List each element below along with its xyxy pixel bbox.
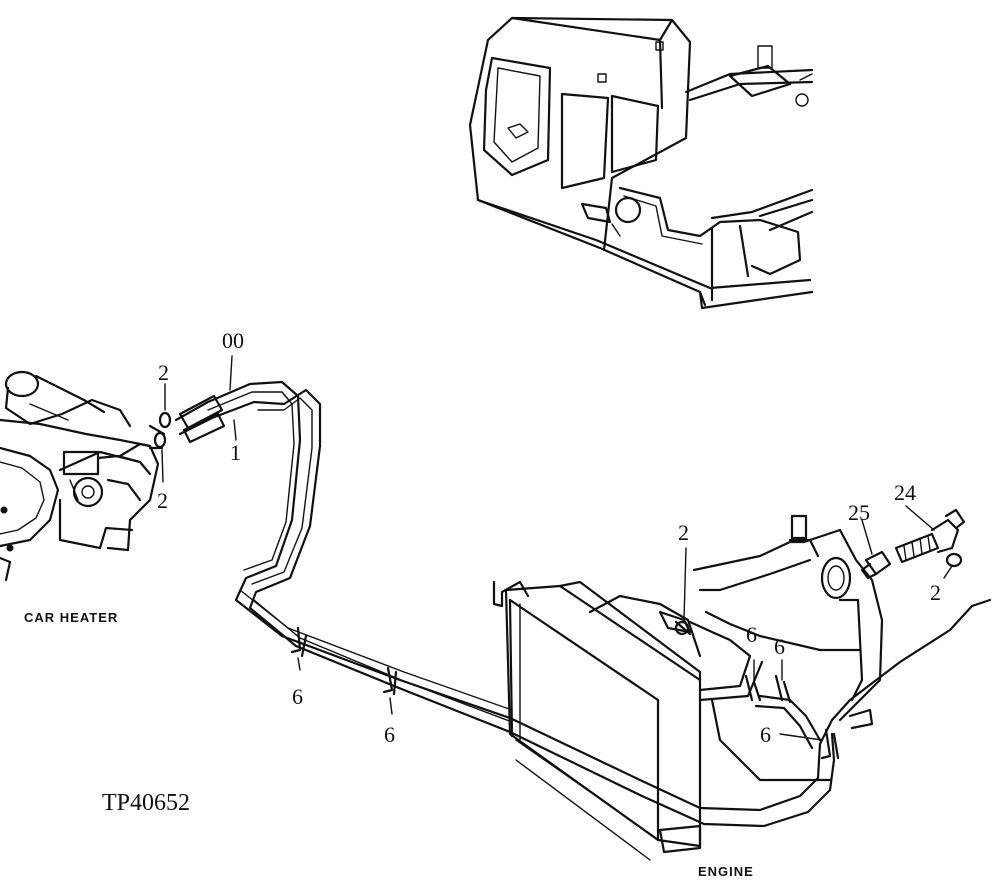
hose-clamps-heater bbox=[153, 383, 172, 483]
callout-1: 1 bbox=[230, 440, 241, 465]
callout-2-bottom: 2 bbox=[157, 488, 168, 513]
label-engine: ENGINE bbox=[698, 864, 754, 879]
callout-6-c: 6 bbox=[746, 622, 757, 647]
excavator-overview-illustration bbox=[468, 16, 814, 310]
label-car-heater: CAR HEATER bbox=[24, 610, 118, 625]
callout-24: 24 bbox=[894, 480, 916, 505]
callout-00: 00 bbox=[222, 328, 244, 353]
callout-leaders bbox=[229, 355, 953, 741]
callout-2-top: 2 bbox=[158, 360, 169, 385]
callout-6-d: 6 bbox=[774, 634, 785, 659]
heater-hose-pair bbox=[174, 380, 992, 828]
car-heater-unit-illustration bbox=[0, 370, 166, 582]
engine-radiator-illustration bbox=[492, 514, 884, 861]
valve-assembly bbox=[860, 508, 966, 580]
callout-6-a: 6 bbox=[292, 684, 303, 709]
callout-2-valve: 2 bbox=[930, 580, 941, 605]
callout-6-e: 6 bbox=[760, 722, 771, 747]
hose-clamps-6 bbox=[290, 626, 840, 760]
figure-id: TP40652 bbox=[102, 790, 190, 816]
callout-6-b: 6 bbox=[384, 722, 395, 747]
callout-2-engine: 2 bbox=[678, 520, 689, 545]
callout-25: 25 bbox=[848, 500, 870, 525]
